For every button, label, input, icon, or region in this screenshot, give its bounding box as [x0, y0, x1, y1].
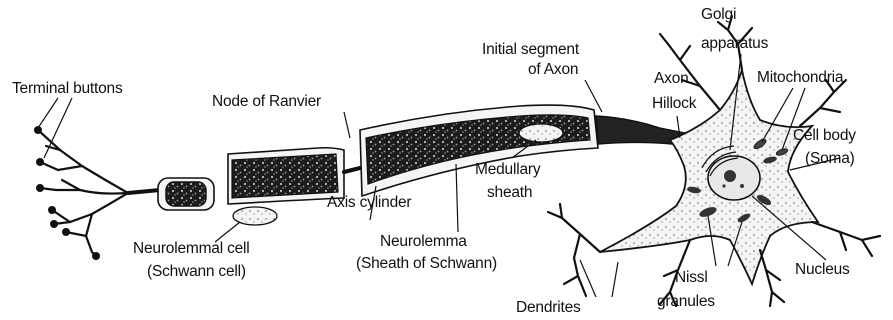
label-initial-segment-2: of Axon: [528, 61, 578, 78]
label-initial-segment-1: Initial segment: [482, 41, 580, 58]
myelin-segment-short: [158, 178, 214, 210]
label-neurolemmal-1: Neurolemmal cell: [133, 240, 250, 257]
label-nissl-2: granules: [657, 293, 715, 310]
label-nucleus: Nucleus: [795, 261, 850, 278]
label-dendrites: Dendrites: [516, 299, 581, 316]
myelin-segment-1: [228, 148, 344, 225]
label-cell-body-1: Cell body: [793, 127, 856, 144]
label-golgi-2: apparatus: [701, 35, 769, 52]
myelin-segment-2: [360, 105, 598, 196]
label-axon-hillock-2: Hillock: [652, 95, 697, 112]
label-axon-hillock-1: Axon: [654, 70, 689, 87]
label-neurolemma-1: Neurolemma: [380, 233, 467, 250]
label-medullary-2: sheath: [487, 184, 532, 201]
label-medullary-1: Medullary: [475, 161, 541, 178]
label-golgi-1: Golgi: [701, 6, 736, 23]
label-nissl-1: Nissl: [675, 269, 708, 286]
label-node-of-ranvier: Node of Ranvier: [212, 93, 321, 110]
label-cell-body-2: (Soma): [805, 150, 855, 167]
node-of-ranvier: [344, 168, 360, 172]
label-neurolemma-2: (Sheath of Schwann): [356, 255, 497, 272]
label-neurolemmal-2: (Schwann cell): [147, 263, 246, 280]
label-terminal-buttons: Terminal buttons: [12, 80, 123, 97]
label-mitochondria: Mitochondria: [757, 69, 844, 86]
terminal-branches: [38, 130, 160, 256]
label-axis-cylinder: Axis cylinder: [327, 194, 411, 211]
